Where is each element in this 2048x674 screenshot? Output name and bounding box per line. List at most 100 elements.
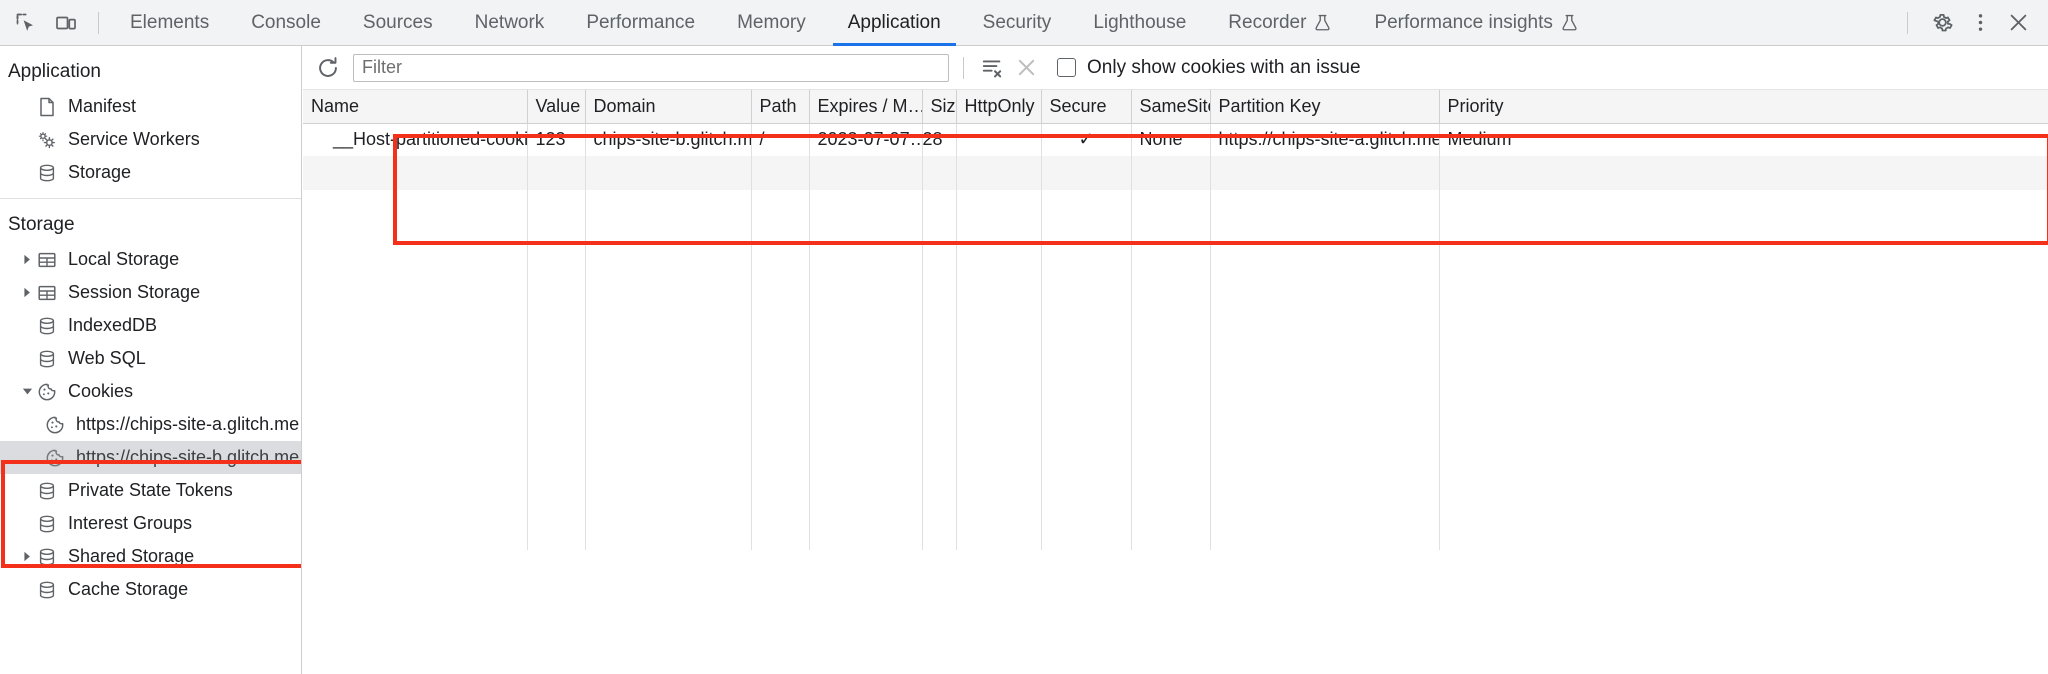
chevron-right-icon[interactable] (18, 254, 36, 265)
empty-cell (585, 310, 752, 370)
tab-label: Application (847, 11, 941, 33)
sidebar-item-local-storage[interactable]: Local Storage (0, 243, 301, 276)
column-header-httponly[interactable]: HttpOnly (956, 90, 1042, 124)
empty-cell (751, 190, 810, 250)
empty-cell (1041, 490, 1132, 550)
sidebar-section-storage: Storage Local Storage (0, 198, 301, 606)
only-show-issues-label: Only show cookies with an issue (1087, 56, 1361, 78)
tab-security[interactable]: Security (962, 0, 1073, 46)
column-header-path[interactable]: Path (751, 90, 810, 124)
tab-elements[interactable]: Elements (109, 0, 230, 46)
empty-cell (1439, 250, 2048, 310)
sidebar-item-label: Service Workers (68, 129, 200, 149)
sidebar-item-indexeddb[interactable]: IndexedDB (0, 309, 301, 342)
empty-cell (1131, 370, 1211, 430)
tab-console[interactable]: Console (230, 0, 342, 46)
cookies-filter-toolbar: Only show cookies with an issue (303, 46, 2048, 90)
table-icon (36, 282, 62, 304)
filter-input[interactable] (353, 53, 949, 82)
sidebar-item-cookies[interactable]: Cookies (0, 375, 301, 408)
sidebar-item-shared-storage[interactable]: Shared Storage (0, 540, 301, 573)
empty-cell (303, 310, 528, 370)
device-toolbar-icon[interactable] (48, 5, 84, 41)
refresh-icon[interactable] (311, 53, 345, 83)
experiment-flask-icon (1313, 13, 1332, 33)
table-row[interactable]: __Host-partitioned-cookie 123 chips-site… (303, 123, 2048, 156)
tab-application[interactable]: Application (827, 0, 962, 46)
empty-cell (809, 430, 923, 490)
column-header-expires[interactable]: Expires / M… (809, 90, 923, 124)
empty-cell (1131, 310, 1211, 370)
sidebar-item-service-workers[interactable]: Service Workers (0, 123, 301, 156)
tab-sources[interactable]: Sources (342, 0, 454, 46)
column-header-name[interactable]: Name (303, 90, 528, 124)
more-vertical-icon[interactable] (1962, 5, 1998, 41)
column-header-priority[interactable]: Priority (1439, 90, 2048, 124)
filler-cell (585, 156, 752, 190)
sidebar-item-interest-groups[interactable]: Interest Groups (0, 507, 301, 540)
tab-memory[interactable]: Memory (716, 0, 827, 46)
chevron-right-icon[interactable] (18, 551, 36, 562)
gear-icon[interactable] (1924, 5, 1960, 41)
column-header-value[interactable]: Value (527, 90, 586, 124)
sidebar-item-manifest[interactable]: Manifest (0, 90, 301, 123)
sidebar-item-storage[interactable]: Storage (0, 156, 301, 189)
only-show-issues-checkbox-row[interactable]: Only show cookies with an issue (1057, 57, 1361, 79)
empty-cell (1131, 430, 1211, 490)
close-icon[interactable] (2000, 5, 2036, 41)
sidebar-item-label: Storage (68, 162, 132, 182)
empty-cell (922, 430, 957, 490)
table-empty-row (303, 190, 2048, 250)
clear-filtered-cookies-icon[interactable] (975, 53, 1009, 83)
column-header-size[interactable]: Size (922, 90, 957, 124)
empty-cell (956, 250, 1042, 310)
sidebar-item-cache-storage[interactable]: Cache Storage (0, 573, 301, 606)
inspect-element-icon[interactable] (8, 5, 44, 41)
sidebar-item-session-storage[interactable]: Session Storage (0, 276, 301, 309)
empty-cell (527, 190, 586, 250)
toolbar-left-icons (0, 5, 109, 41)
sidebar-item-private-state-tokens[interactable]: Private State Tokens (0, 474, 301, 507)
filler-cell (1131, 156, 1211, 190)
tab-network[interactable]: Network (454, 0, 566, 46)
column-header-domain[interactable]: Domain (585, 90, 752, 124)
tab-lighthouse[interactable]: Lighthouse (1072, 0, 1207, 46)
column-header-samesite[interactable]: SameSite (1131, 90, 1211, 124)
column-header-partition-key[interactable]: Partition Key (1210, 90, 1440, 124)
sidebar-item-label: Manifest (68, 96, 137, 116)
application-sidebar: Application Manifest Servic (0, 46, 302, 674)
clear-all-cookies-icon[interactable] (1009, 53, 1043, 83)
database-icon (36, 162, 62, 184)
sidebar-item-cookies-site-b[interactable]: https://chips-site-b.glitch.me (0, 441, 301, 474)
column-header-secure[interactable]: Secure (1041, 90, 1132, 124)
table-filler-row (303, 156, 2048, 190)
cell-domain: chips-site-b.glitch.me (585, 123, 752, 156)
tab-performance-insights[interactable]: Performance insights (1353, 0, 1599, 46)
empty-cell (1439, 430, 2048, 490)
tab-performance[interactable]: Performance (565, 0, 716, 46)
database-icon (36, 579, 62, 601)
chevron-down-icon[interactable] (18, 386, 36, 397)
empty-cell (956, 190, 1042, 250)
empty-cell (1210, 430, 1440, 490)
sidebar-item-cookies-site-a[interactable]: https://chips-site-a.glitch.me (0, 408, 301, 441)
empty-cell (751, 370, 810, 430)
empty-cell (809, 190, 923, 250)
tab-label: Sources (362, 11, 433, 33)
empty-cell (1439, 370, 2048, 430)
empty-cell (1210, 370, 1440, 430)
cell-secure: ✓ (1041, 123, 1132, 156)
cell-size: 28 (922, 123, 957, 156)
empty-cell (527, 430, 586, 490)
toolbar-divider (1907, 11, 1908, 34)
cookie-icon (36, 381, 62, 403)
empty-cell (809, 370, 923, 430)
tab-recorder[interactable]: Recorder (1207, 0, 1353, 46)
sidebar-item-web-sql[interactable]: Web SQL (0, 342, 301, 375)
cell-expires: 2023-07-07… (809, 123, 923, 156)
only-show-issues-checkbox[interactable] (1057, 58, 1076, 77)
chevron-right-icon[interactable] (18, 287, 36, 298)
sidebar-item-label: IndexedDB (68, 315, 158, 335)
sidebar-item-label: Cookies (68, 381, 134, 401)
empty-cell (922, 490, 957, 550)
